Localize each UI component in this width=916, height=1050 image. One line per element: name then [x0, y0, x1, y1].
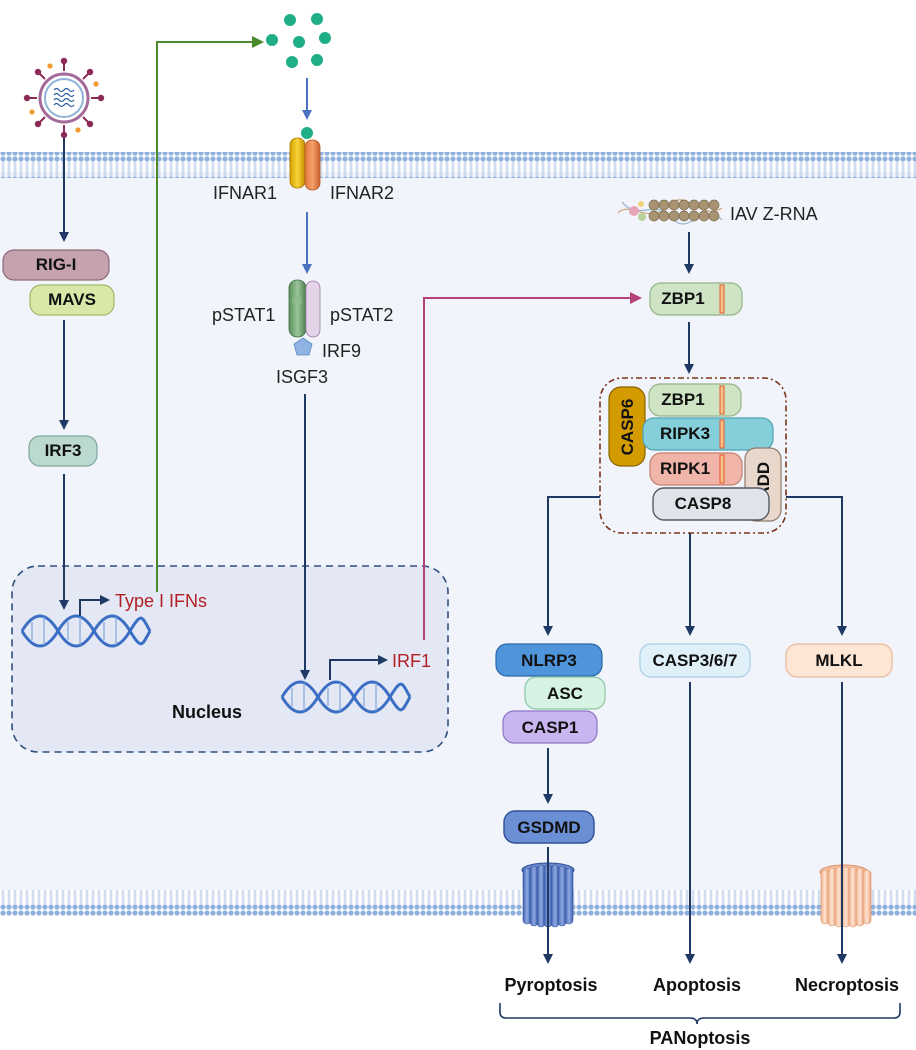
complex-to-nlrp3-arrow: [543, 496, 600, 636]
irf1-label: IRF1: [392, 651, 431, 671]
iav-z-rna-label: IAV Z-RNA: [730, 204, 818, 224]
cytoplasm: [0, 172, 916, 890]
mlkl-box: [785, 643, 893, 678]
casp367-box: [639, 643, 751, 678]
ripk1-box: [649, 452, 743, 486]
asc-label: ASC: [547, 684, 583, 703]
dna-helix-icon: [20, 614, 152, 648]
pstat2-label: pSTAT2: [330, 305, 393, 325]
casp8-box: [652, 487, 770, 521]
plasma-membrane-bottom: [0, 890, 916, 916]
complex-zbp1-domain-bar: [719, 385, 725, 415]
apoptosis-label: Apoptosis: [653, 975, 741, 995]
pyroptosis-label: Pyroptosis: [504, 975, 597, 995]
ripk3-domain-bar: [719, 419, 725, 449]
z-rna-icon: [617, 199, 723, 225]
rig-i-label: RIG-I: [36, 255, 77, 274]
dna-helix-icon: [280, 680, 412, 714]
panoptosis-label: PANoptosis: [650, 1028, 751, 1048]
nucleus: [11, 565, 449, 753]
complex-to-mlkl-arrow: [786, 496, 847, 636]
necroptosis-label: Necroptosis: [795, 975, 899, 995]
nlrp3-label: NLRP3: [521, 651, 577, 670]
ripk1-domain-bar: [719, 454, 725, 484]
irf3-box: [28, 435, 98, 467]
complex-zbp1-box: [648, 383, 742, 417]
transcription-arrow-middle: [329, 655, 388, 680]
pstat1-label: pSTAT1: [212, 305, 275, 325]
irf9-icon: [293, 337, 313, 356]
irf1-to-zbp1-arrow: [423, 292, 642, 640]
panoptosis-bracket: [499, 1003, 901, 1025]
rig-i-box: [2, 249, 110, 281]
irf9-label: IRF9: [322, 341, 361, 361]
zbp1-domain-bar: [719, 284, 725, 314]
mavs-box: [29, 284, 115, 316]
type-i-ifns-label: Type I IFNs: [115, 591, 207, 611]
nucleus-label: Nucleus: [172, 702, 242, 722]
virus-icon: [23, 57, 105, 139]
zbp1-box: [649, 282, 743, 316]
ifnar1-label: IFNAR1: [213, 183, 277, 203]
ripk3-label: RIPK3: [660, 424, 710, 443]
gsdmd-label: GSDMD: [517, 818, 580, 837]
ripk1-label: RIPK1: [660, 459, 710, 478]
interferon-particle-icon: [266, 13, 331, 68]
mlkl-label: MLKL: [815, 651, 862, 670]
casp6-label: CASP6: [618, 399, 637, 456]
membrane-pore-icon: [819, 864, 872, 928]
ripk3-box: [642, 417, 774, 451]
ifnar-receptor-icon: [289, 127, 321, 191]
casp1-label: CASP1: [522, 718, 579, 737]
ifnar2-label: IFNAR2: [330, 183, 394, 203]
ifn-secretion-arrow: [156, 36, 264, 592]
casp8-label: CASP8: [675, 494, 732, 513]
gsdmd-box: [503, 810, 595, 844]
nlrp3-box: [495, 643, 603, 677]
complex-zbp1-label: ZBP1: [661, 390, 704, 409]
isgf3-complex-icon: [288, 279, 321, 356]
asc-box: [524, 676, 606, 710]
mavs-label: MAVS: [48, 290, 96, 309]
irf3-label: IRF3: [45, 441, 82, 460]
casp367-label: CASP3/6/7: [652, 651, 737, 670]
casp1-box: [502, 710, 598, 744]
plasma-membrane-top: [0, 152, 916, 178]
transcription-arrow-left: [79, 595, 110, 616]
panoptosome-complex: [599, 377, 787, 534]
zbp1-label: ZBP1: [661, 289, 704, 308]
isgf3-label: ISGF3: [276, 367, 328, 387]
